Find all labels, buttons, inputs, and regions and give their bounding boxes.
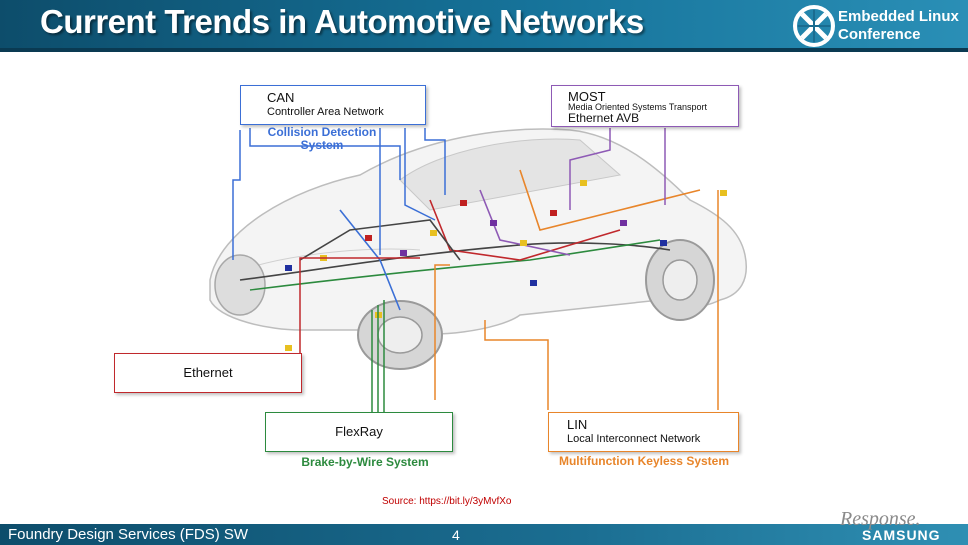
- most-abbrev: MOST: [568, 89, 606, 104]
- wiring-harness: [239, 169, 701, 311]
- can-network-box: CAN Controller Area Network: [240, 85, 426, 125]
- ethernet-label: Ethernet: [183, 365, 233, 380]
- ethernet-network-box: Ethernet: [114, 353, 302, 393]
- can-abbrev: CAN: [267, 90, 295, 105]
- car-body: [209, 128, 747, 370]
- flexray-caption: Brake-by-Wire System: [301, 455, 429, 469]
- slide-footer: Foundry Design Services (FDS) SW 4: [0, 524, 968, 545]
- car-network-diagram: [209, 128, 747, 415]
- can-caption: Collision Detection System: [267, 125, 377, 152]
- footer-org-name: Foundry Design Services (FDS) SW: [8, 526, 249, 543]
- slide-title: Current Trends in Automotive Networks: [40, 3, 644, 40]
- connector-lines: [232, 128, 719, 415]
- lin-fullname: Local Interconnect Network: [567, 433, 701, 445]
- lin-network-box: LIN Local Interconnect Network: [548, 412, 739, 452]
- source-citation: Source: https://bit.ly/3yMvfXo: [382, 496, 512, 507]
- elc-knot-icon: [793, 5, 835, 47]
- slide-header: Current Trends in Automotive Networks Em…: [0, 0, 968, 52]
- most-fullname: Media Oriented Systems Transport: [568, 102, 708, 112]
- lin-abbrev: LIN: [567, 417, 588, 432]
- logo-line-2: Conference: [838, 26, 921, 43]
- flexray-network-box: FlexRay: [265, 412, 453, 452]
- most-network-box: MOST Media Oriented Systems Transport Et…: [551, 85, 739, 127]
- most-ethernet-avb: Ethernet AVB: [568, 111, 640, 125]
- samsung-logo: SAMSUNG: [862, 527, 941, 543]
- page-number: 4: [452, 527, 460, 543]
- network-nodes: [285, 180, 727, 351]
- logo-line-1: Embedded Linux: [838, 8, 959, 25]
- header-divider: [0, 48, 968, 52]
- embedded-linux-conference-logo: Embedded Linux Conference: [792, 4, 968, 48]
- flexray-label: FlexRay: [335, 424, 383, 439]
- lin-caption: Multifunction Keyless System: [558, 454, 730, 468]
- response-watermark: Response.: [840, 508, 921, 530]
- can-fullname: Controller Area Network: [267, 106, 384, 118]
